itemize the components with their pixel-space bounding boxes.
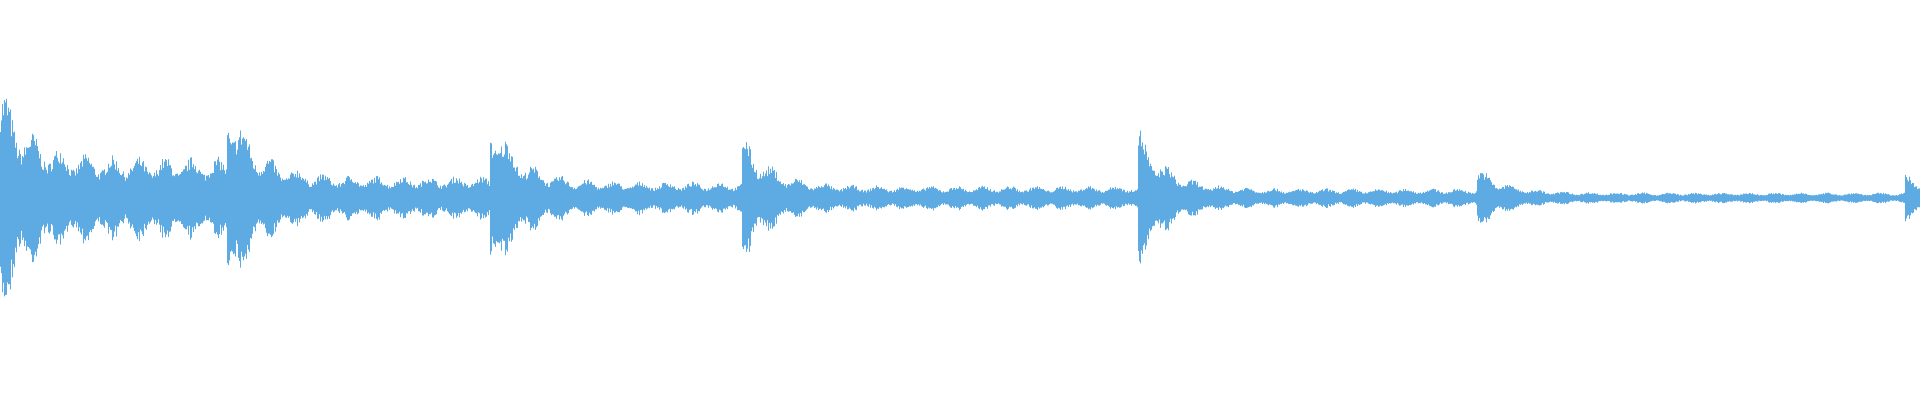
waveform-shape <box>0 98 1920 297</box>
